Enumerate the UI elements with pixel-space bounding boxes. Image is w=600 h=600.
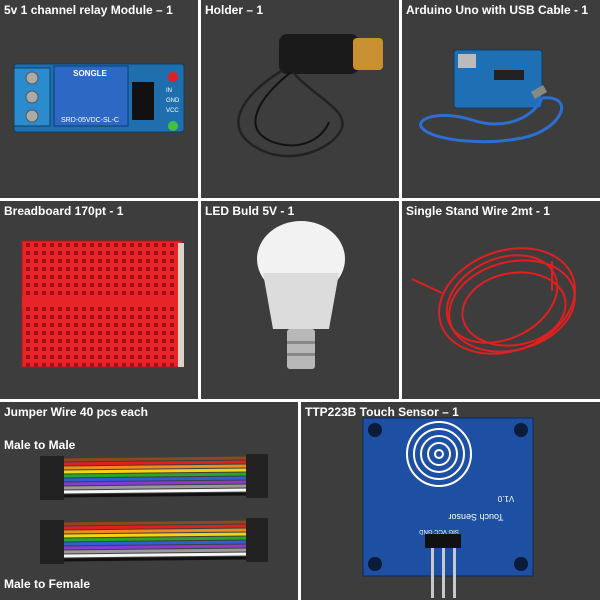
breadboard-title: Breadboard 170pt - 1 (4, 204, 124, 218)
red-wire-image (411, 247, 576, 355)
panel-jumper: Jumper Wire 40 pcs each Male to Male Mal… (0, 402, 298, 600)
panel-breadboard: Breadboard 170pt - 1 (0, 201, 198, 399)
touch-pins: SIG VCC GND (418, 528, 458, 534)
touch-title: TTP223B Touch Sensor – 1 (305, 405, 459, 419)
panel-holder: Holder – 1 (201, 0, 399, 198)
led-bulb-image (257, 221, 345, 369)
wire-title: Single Stand Wire 2mt - 1 (406, 204, 550, 218)
jumper-wires-image (40, 454, 268, 564)
relay-pin-in: IN (166, 88, 172, 94)
panel-relay: 5v 1 channel relay Module – 1 SONGLE SRD… (0, 0, 198, 198)
relay-module-image: SONGLE SRD-05VDC-SL-C IN GND VCC (13, 63, 185, 133)
relay-pin-gnd: GND (166, 98, 180, 104)
panel-arduino: Arduino Uno with USB Cable - 1 (402, 0, 600, 198)
relay-model: SRD-05VDC-SL-C (61, 117, 119, 124)
panel-wire: Single Stand Wire 2mt - 1 (402, 201, 600, 399)
jumper-title: Jumper Wire 40 pcs each (4, 405, 148, 419)
panel-led: LED Buld 5V - 1 (201, 201, 399, 399)
touch-sensor-image: Touch Sensor V1.0 SIG VCC GND (362, 417, 534, 598)
holder-title: Holder – 1 (205, 3, 264, 17)
panel-touch: TTP223B Touch Sensor – 1 Touch Sensor V1… (301, 402, 600, 600)
jumper-male-female-label: Male to Female (4, 577, 91, 591)
led-title: LED Buld 5V - 1 (205, 204, 295, 218)
arduino-title: Arduino Uno with USB Cable - 1 (406, 3, 588, 17)
touch-version: V1.0 (497, 494, 514, 503)
breadboard-image (21, 240, 184, 368)
relay-pin-vcc: VCC (166, 108, 179, 114)
relay-title: 5v 1 channel relay Module – 1 (4, 3, 173, 17)
touch-board-text: Touch Sensor (448, 512, 503, 522)
holder-image (237, 34, 383, 158)
jumper-male-male-label: Male to Male (4, 438, 76, 452)
arduino-image (419, 49, 564, 144)
relay-brand: SONGLE (73, 69, 107, 78)
